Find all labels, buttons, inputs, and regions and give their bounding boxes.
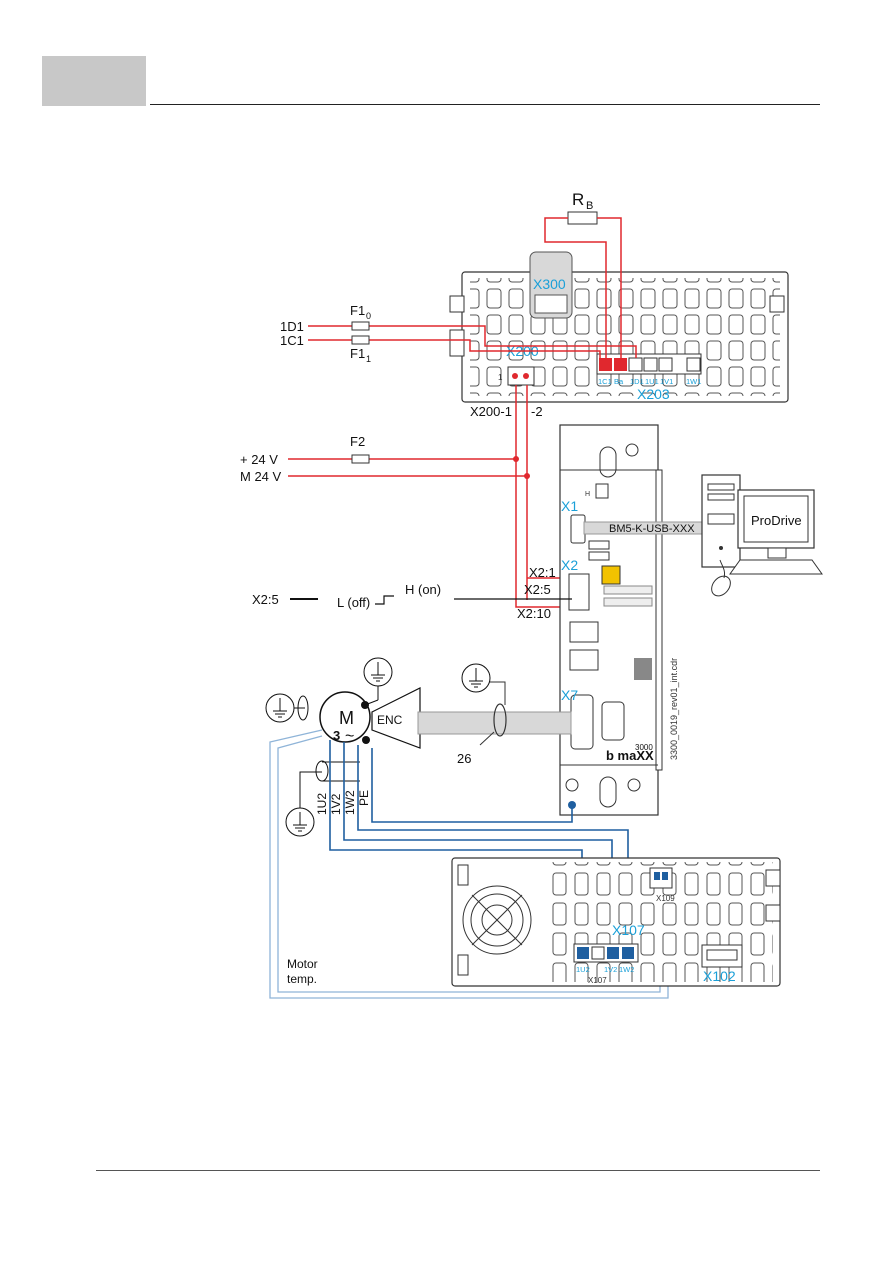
x2-10-label: X2:10	[517, 606, 551, 621]
x107-terminal-1u2: 1U2	[576, 965, 590, 974]
fuse-f1-0-label: F1	[350, 303, 365, 318]
plus24-label: + 24 V	[240, 452, 278, 467]
x200-pin-label: 1	[498, 373, 503, 382]
ground-icon	[285, 760, 360, 837]
pc-label: ProDrive	[751, 513, 802, 528]
x203-label: X203	[637, 386, 670, 402]
ground-icon	[363, 657, 393, 706]
x203-terminal-1u1: 1U1	[645, 377, 659, 386]
switch-x2-5-label: X2:5	[252, 592, 279, 607]
x203-terminal-strip	[596, 353, 702, 375]
header-rule	[150, 104, 820, 105]
wire-pe-label: PE	[357, 790, 371, 806]
x2-label: X2	[561, 557, 578, 573]
pc-tower	[701, 474, 741, 568]
x2-1-label: X2:1	[529, 565, 556, 580]
x203-terminal-1c1: 1C1	[598, 377, 612, 386]
motor-tilde: ~	[345, 728, 354, 745]
motor-temp-line1: Motor	[287, 957, 318, 971]
motor-temp-line2: temp.	[287, 972, 317, 986]
brand-label: b maXX	[606, 748, 654, 763]
control-supply-wires	[288, 385, 580, 608]
x102-label: X102	[703, 968, 736, 984]
controller-unit	[559, 424, 663, 816]
footer-rule	[96, 1170, 820, 1171]
resistor-subscript: B	[586, 200, 593, 212]
x107-bottom-label: X107	[588, 976, 607, 985]
x107-terminal-1w2: 1W2	[619, 965, 634, 974]
usb-cable-label: BM5-K-USB-XXX	[609, 523, 695, 535]
chapter-tab	[42, 56, 146, 106]
file-reference: 3300_0019_rev01_int.cdr	[669, 658, 679, 760]
signal-switch	[290, 595, 572, 605]
motor-phase-label: 3	[333, 728, 340, 743]
ground-icon	[461, 663, 491, 693]
x203-terminal-ba: Ba	[614, 377, 624, 386]
x107-terminal-1v2: 1V2	[604, 965, 617, 974]
mouse-icon	[711, 559, 731, 597]
controller-h-label: H	[585, 491, 590, 498]
switch-high-label: H (on)	[405, 582, 441, 597]
x203-terminal-1v1: 1V1	[660, 377, 673, 386]
x200-2-label: -2	[531, 404, 543, 419]
fuse-f2-label: F2	[350, 434, 365, 449]
x2-5-label: X2:5	[524, 582, 551, 597]
encoder-cable	[417, 681, 572, 746]
ground-icon	[265, 693, 309, 723]
x203-terminal-1w1: 1W1	[686, 377, 701, 386]
brand-number: 3000	[635, 743, 653, 752]
fuse-f1-1-sub: 1	[366, 354, 371, 364]
x1-label: X1	[561, 498, 578, 514]
fuse-f1-1-label: F1	[350, 346, 365, 361]
x109-label: X109	[656, 894, 675, 903]
x300-label: X300	[533, 276, 566, 292]
power-unit: 1C1 Ba 1D1 1U1 1V1 1W1	[449, 251, 789, 403]
x203-terminal-1d1: 1D1	[630, 377, 644, 386]
minus24-label: M 24 V	[240, 469, 282, 484]
encoder-label: ENC	[377, 713, 403, 727]
x200-connector	[507, 366, 535, 386]
x200-1-label: X200-1	[470, 404, 512, 419]
fuse-f1-0-sub: 0	[366, 311, 371, 321]
braking-resistor	[544, 211, 622, 358]
cable-number: 26	[457, 751, 471, 766]
wire-1w2-label: 1W2	[343, 790, 357, 815]
resistor-label: R	[572, 190, 584, 209]
axis-unit	[451, 857, 781, 987]
motor	[319, 687, 421, 749]
switch-low-label: L (off)	[337, 595, 370, 610]
line-1c1-label: 1C1	[280, 333, 304, 348]
wire-1u2-label: 1U2	[315, 793, 329, 815]
x7-label: X7	[561, 687, 578, 703]
dc-link-wires	[308, 321, 637, 358]
x107-label: X107	[612, 922, 645, 938]
motor-m-label: M	[339, 708, 354, 728]
pc-monitor	[729, 489, 823, 575]
line-1d1-label: 1D1	[280, 319, 304, 334]
wire-1v2-label: 1V2	[329, 793, 343, 815]
